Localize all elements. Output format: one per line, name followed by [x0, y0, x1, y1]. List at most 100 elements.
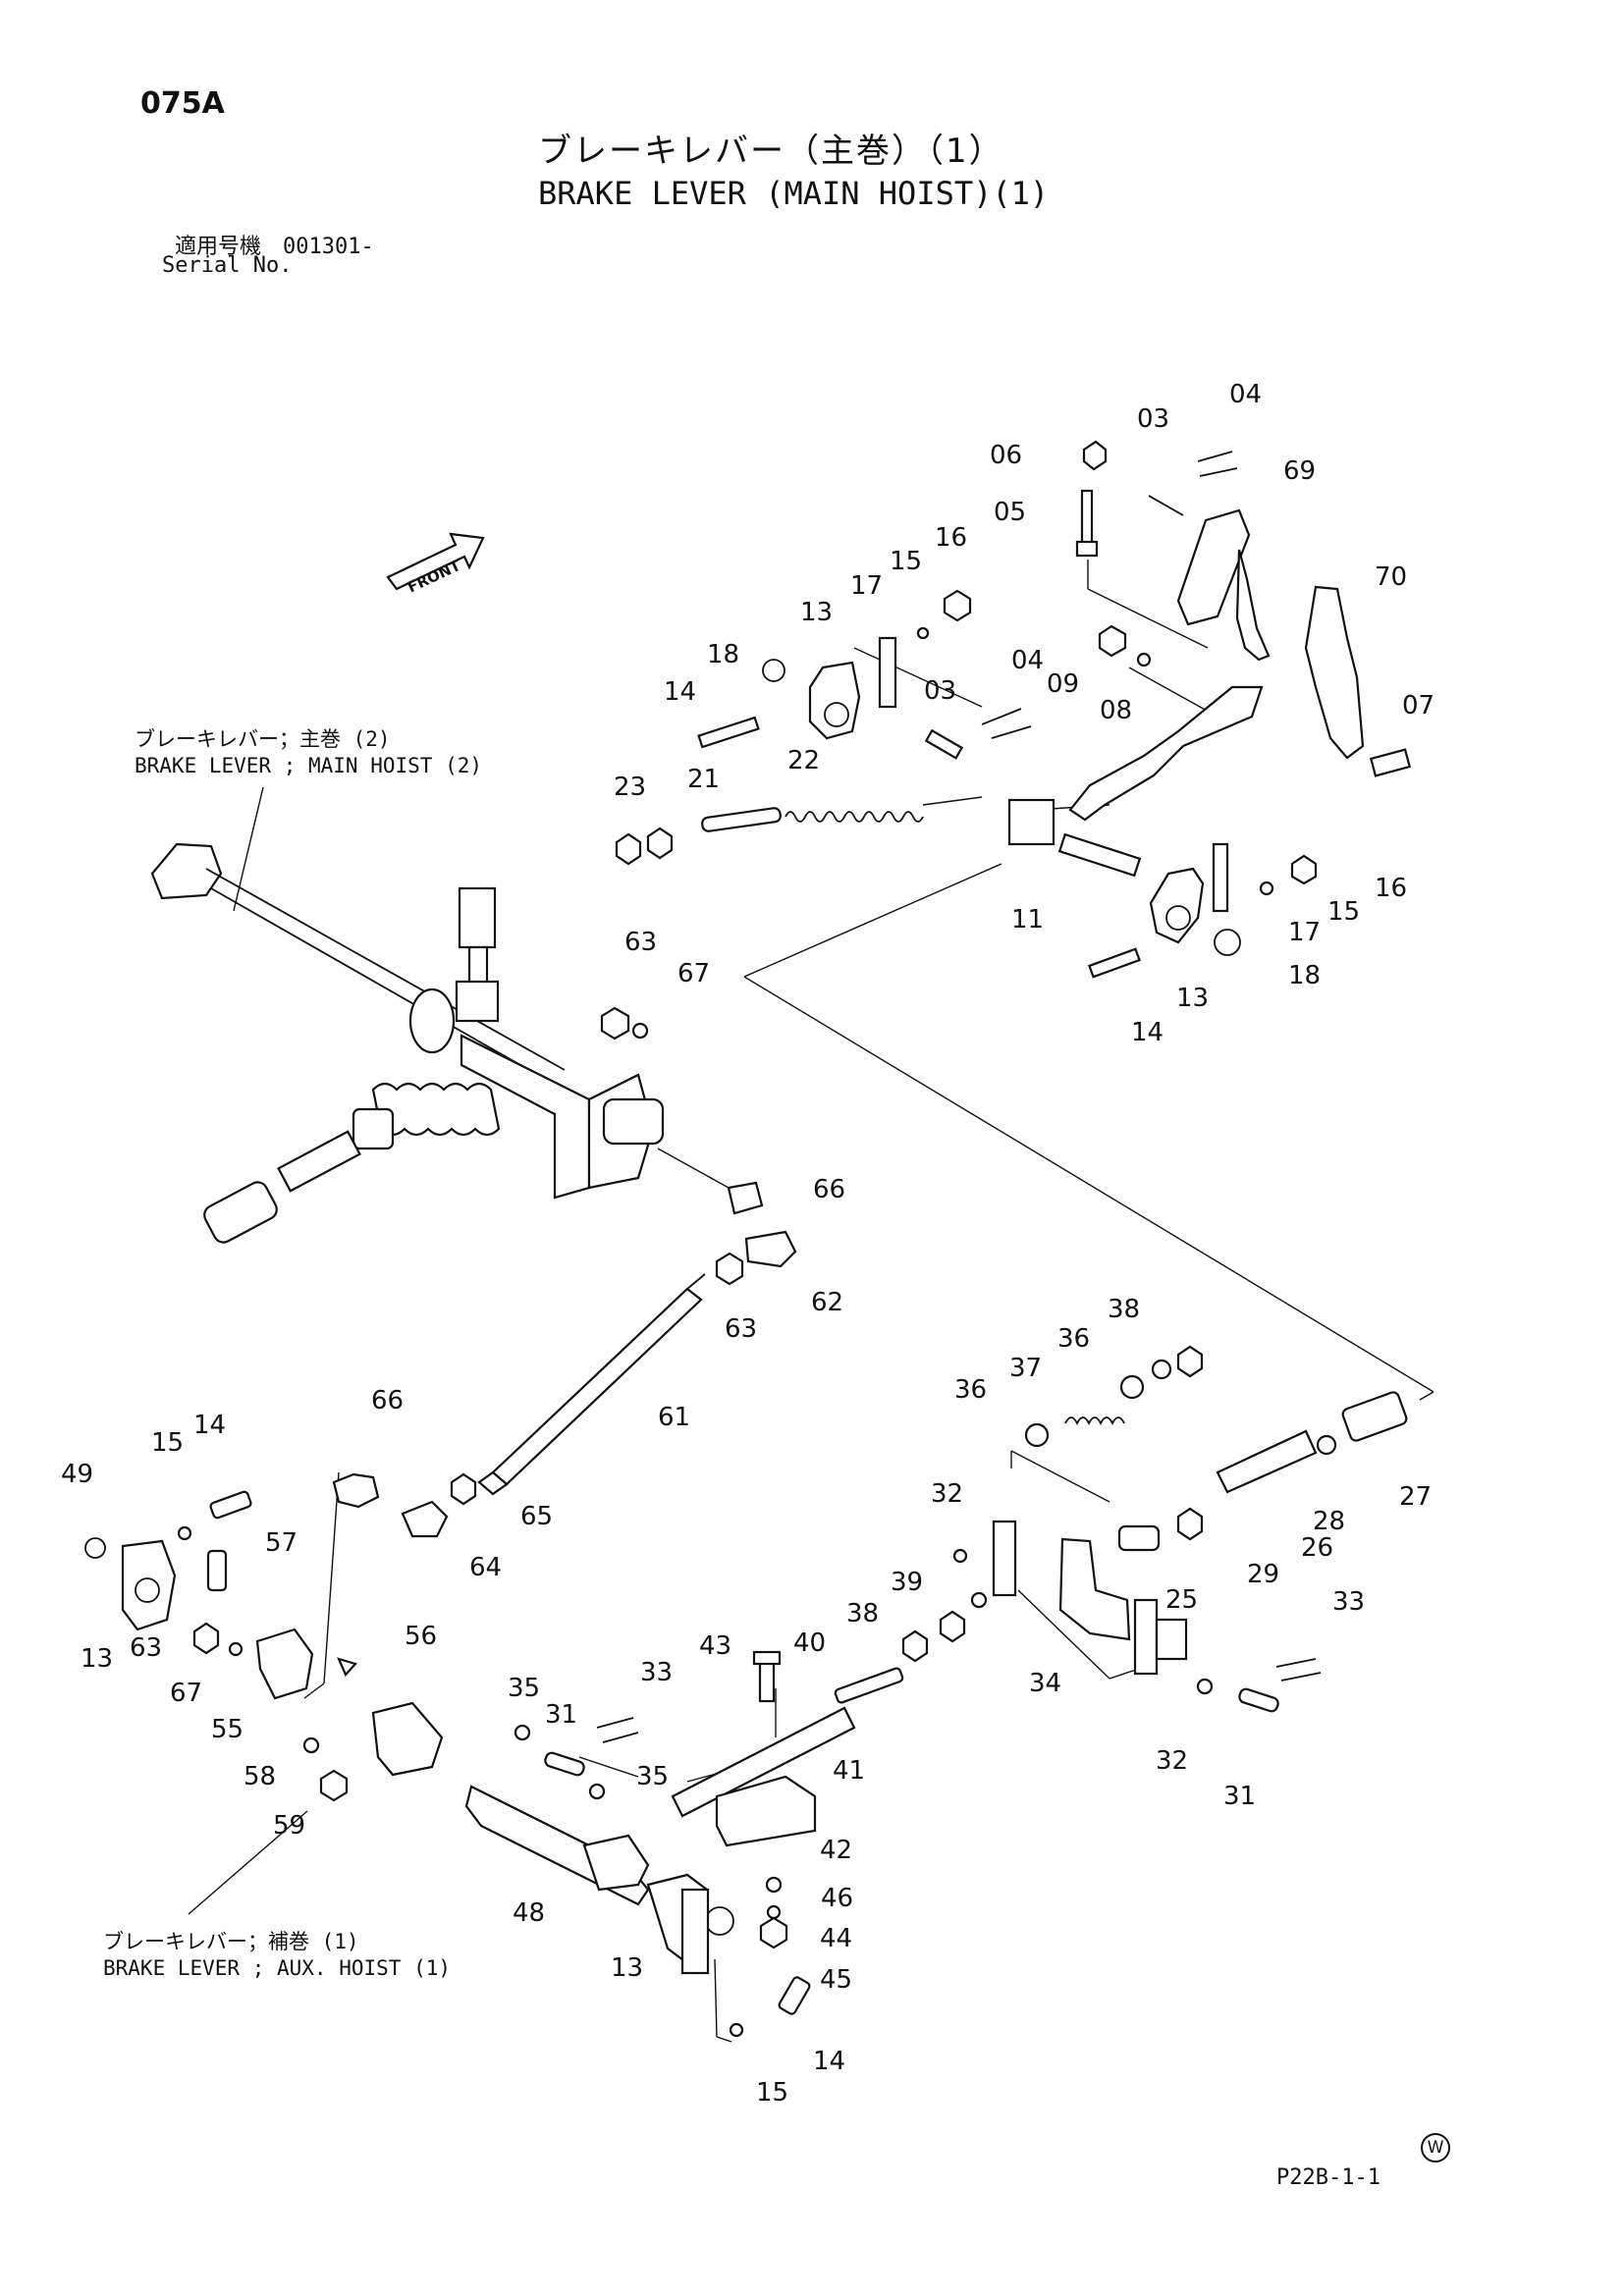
- bolt-05-icon: [1080, 489, 1094, 548]
- nut-45-icon: [759, 1916, 788, 1949]
- brake-spring-icon: [371, 1082, 501, 1137]
- pin-03-icon: [1148, 495, 1184, 516]
- brake-pedal-assembly: [1007, 440, 1412, 979]
- front-arrow-icon: FRONT: [386, 532, 485, 597]
- callout: 34: [1029, 1669, 1061, 1698]
- callout: 39: [891, 1568, 923, 1597]
- nut-16-right-icon: [1290, 854, 1318, 885]
- pin-31-icon: [544, 1751, 585, 1777]
- callout: 64: [469, 1553, 502, 1582]
- callout: 32: [931, 1479, 963, 1509]
- callout: 07: [1402, 691, 1435, 721]
- callout: 13: [1176, 984, 1209, 1013]
- page-title-japanese: ブレーキレバー（主巻）（1）: [538, 132, 1004, 171]
- callout: 67: [170, 1679, 202, 1708]
- callout: 16: [1375, 874, 1407, 903]
- callout: 26: [1301, 1533, 1333, 1563]
- serial-number-label: Serial No.: [162, 253, 293, 278]
- rod-21-icon: [701, 807, 782, 832]
- cotter-pin-04-icon: [1197, 451, 1233, 462]
- callout: 23: [614, 773, 646, 802]
- rod-cap-icon: [203, 1181, 278, 1244]
- callout: 04: [1011, 646, 1044, 675]
- cotter-pin-33d-icon: [602, 1732, 639, 1743]
- callout: 11: [1011, 905, 1044, 934]
- threaded-rod-26-icon: [1216, 1429, 1318, 1494]
- callout: 15: [151, 1428, 184, 1458]
- callout: 21: [687, 765, 720, 794]
- note-aux-hoist: BRAKE LEVER ; AUX. HOIST (1): [103, 1956, 452, 1980]
- callout: 14: [193, 1411, 226, 1440]
- lever-boss-icon: [1007, 798, 1056, 846]
- callout: 42: [820, 1836, 852, 1865]
- callout: 35: [636, 1762, 669, 1791]
- washer-35-icon: [514, 1724, 531, 1741]
- page-title: BRAKE LEVER (MAIN HOIST)(1): [538, 175, 1050, 212]
- washer-32b-icon: [1196, 1678, 1214, 1695]
- callout: 14: [813, 2047, 845, 2076]
- nut-65-icon: [450, 1472, 477, 1506]
- snap-ring-49-icon: [84, 1537, 106, 1559]
- nut-23b-icon: [646, 827, 674, 860]
- plate-32-icon: [992, 1520, 1017, 1597]
- washer-15-right-icon: [1259, 881, 1274, 896]
- callout: 36: [954, 1375, 987, 1405]
- callout: 58: [244, 1762, 276, 1791]
- spring-22-icon: [785, 811, 924, 823]
- elbow-64-icon: [401, 1500, 449, 1538]
- washer-35b-icon: [588, 1783, 606, 1800]
- collar-36-icon: [1119, 1374, 1145, 1400]
- callout: 13: [800, 598, 833, 627]
- long-rod-61: [477, 1273, 706, 1496]
- nut-38-icon: [1176, 1345, 1204, 1378]
- callout: 18: [1288, 961, 1321, 990]
- nut-39b-icon: [939, 1610, 966, 1643]
- upper-bracket-group: [615, 589, 1032, 866]
- pedal-arm-icon: [1235, 549, 1271, 662]
- main-hoist-shaft-assembly: [150, 842, 797, 1286]
- callout: 66: [813, 1175, 845, 1204]
- callout: 38: [1108, 1295, 1140, 1324]
- washer-46-icon: [765, 1876, 783, 1894]
- callout: 55: [211, 1715, 244, 1744]
- callout: 25: [1165, 1585, 1198, 1615]
- callout: 69: [1283, 456, 1316, 486]
- callout: 17: [850, 571, 883, 601]
- note-main-hoist: BRAKE LEVER ; MAIN HOIST (2): [135, 754, 483, 777]
- callout: 70: [1375, 562, 1407, 592]
- callout: 48: [513, 1898, 545, 1928]
- callout: 28: [1313, 1507, 1345, 1536]
- callout: 63: [624, 928, 657, 957]
- note-aux-hoist-japanese: ブレーキレバー；補巻 (1): [103, 1930, 359, 1953]
- callout: 31: [545, 1700, 577, 1730]
- callout: 06: [990, 441, 1022, 470]
- washer-32-icon: [952, 1548, 968, 1564]
- washer-58-icon: [302, 1736, 320, 1754]
- callout: 14: [1131, 1018, 1164, 1047]
- elbow-62-icon: [744, 1230, 797, 1268]
- threaded-rod-icon: [277, 1130, 361, 1193]
- bolt-14-left-icon: [209, 1490, 252, 1520]
- callout: 16: [935, 523, 967, 553]
- bolt-07-icon: [1369, 748, 1412, 777]
- aux-hoist-lever-assembly: [371, 1650, 904, 2038]
- washer-15-icon: [916, 626, 930, 640]
- snap-ring-18-right-icon: [1214, 929, 1241, 956]
- nut-63-left-icon: [192, 1622, 220, 1655]
- callout: 09: [1047, 669, 1079, 699]
- washer-67-top-icon: [631, 1022, 649, 1040]
- washer-08-icon: [1136, 652, 1152, 667]
- callout: 66: [371, 1386, 404, 1415]
- callout: 57: [265, 1528, 298, 1558]
- serial-applicability-japanese: 適用号機 001301-: [175, 235, 374, 259]
- bolt-57-icon: [206, 1549, 228, 1592]
- callout: 14: [664, 677, 696, 707]
- cotter-pin-33-icon: [1275, 1658, 1317, 1668]
- nut-29-icon: [1176, 1507, 1204, 1541]
- callout: 61: [658, 1403, 690, 1432]
- callout: 15: [890, 547, 922, 576]
- callout: 62: [811, 1288, 843, 1317]
- callout: 03: [1137, 404, 1169, 434]
- rod-end-27-icon: [1341, 1391, 1408, 1442]
- callout: 37: [1009, 1354, 1042, 1383]
